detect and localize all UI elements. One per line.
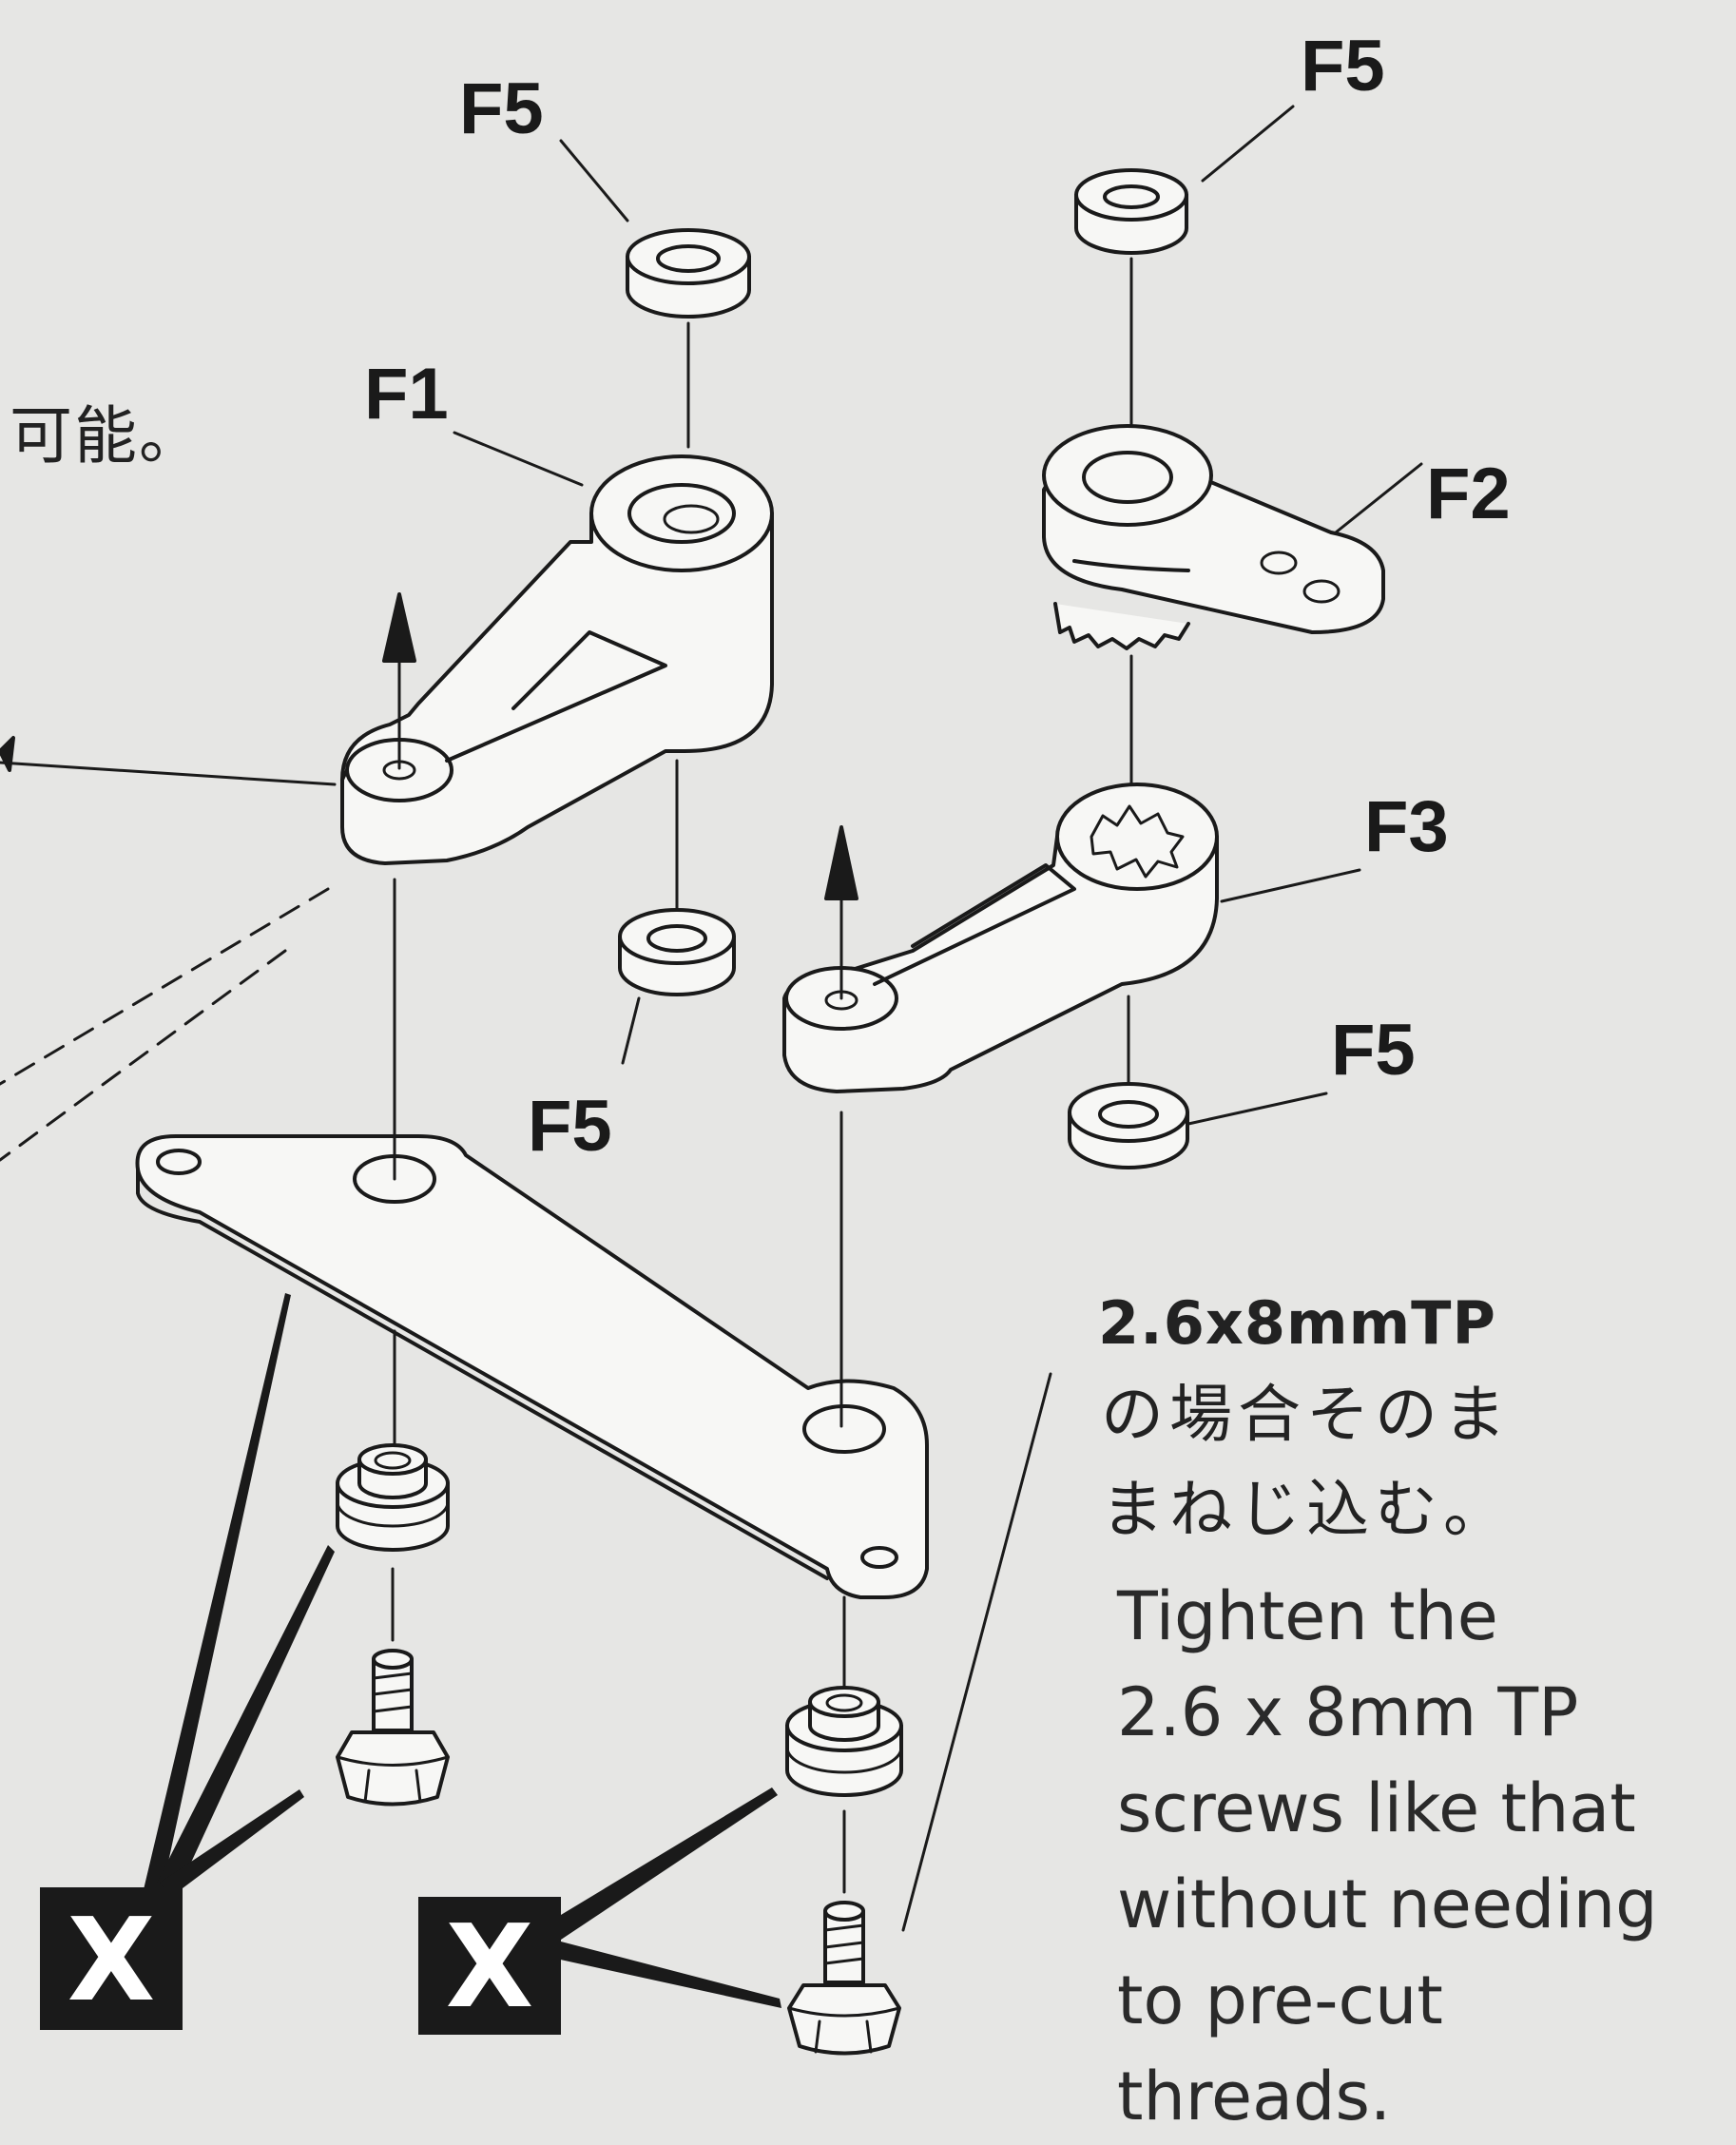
steering-arm-f1 <box>340 454 774 865</box>
dashed-guide-lines <box>0 887 330 1162</box>
x-left-leaders <box>141 1293 335 1902</box>
japanese-instruction-note: の場合そのま まねじ込む。 <box>1101 1367 1709 1557</box>
screw-spec-label: 2.6x8mmTP <box>1098 1288 1496 1358</box>
label-f5-middle-left: F5 <box>528 1086 612 1167</box>
jp-note-line: まねじ込む。 <box>1101 1473 1512 1546</box>
washer-f5-top-left <box>626 228 751 319</box>
label-f3: F3 <box>1364 786 1449 867</box>
washer-f5-middle-right <box>1068 1082 1189 1169</box>
label-f1: F1 <box>364 354 449 435</box>
washer-f5-top-right <box>1074 168 1188 255</box>
note-leader-line <box>901 1372 1052 1932</box>
bushing-left <box>336 1443 450 1552</box>
label-f5-middle-right: F5 <box>1331 1010 1416 1091</box>
f3-up-arrow <box>824 825 858 900</box>
x-right-leaders <box>551 1788 781 2008</box>
english-instruction-note: Tighten the 2.6 x 8mm TP screws like tha… <box>1117 1569 1726 2145</box>
en-note-line: to pre-cut <box>1117 1961 1443 2039</box>
left-edge-arrow-tip <box>0 736 15 772</box>
servo-horn-f2 <box>1042 424 1385 650</box>
x-callout-left: X <box>40 1887 183 2030</box>
x-callout-right: X <box>418 1897 561 2035</box>
japanese-text-fragment: 可能。 <box>10 399 203 473</box>
label-f5-top-left: F5 <box>459 68 544 149</box>
label-f2: F2 <box>1426 454 1511 534</box>
en-note-line: screws like that <box>1117 1769 1636 1847</box>
label-f5-top-right: F5 <box>1301 26 1385 106</box>
en-note-line: without needing <box>1117 1865 1658 1943</box>
f1-up-arrow <box>382 592 416 663</box>
steering-arm-f3 <box>782 783 1219 1093</box>
svg-text:X: X <box>446 1902 534 2034</box>
en-note-line: 2.6 x 8mm TP <box>1117 1673 1579 1751</box>
en-note-line: Tighten the <box>1117 1577 1498 1655</box>
screw-right <box>787 1901 901 2056</box>
svg-text:X: X <box>68 1895 156 2027</box>
washer-f5-middle-left <box>618 908 736 996</box>
jp-note-line: の場合そのま <box>1101 1378 1512 1451</box>
link-plate <box>135 1134 929 1599</box>
f1-arm-leader-line <box>0 761 337 786</box>
en-note-line: threads. <box>1117 2058 1392 2135</box>
bushing-right <box>785 1686 903 1797</box>
screw-left <box>336 1649 450 1807</box>
